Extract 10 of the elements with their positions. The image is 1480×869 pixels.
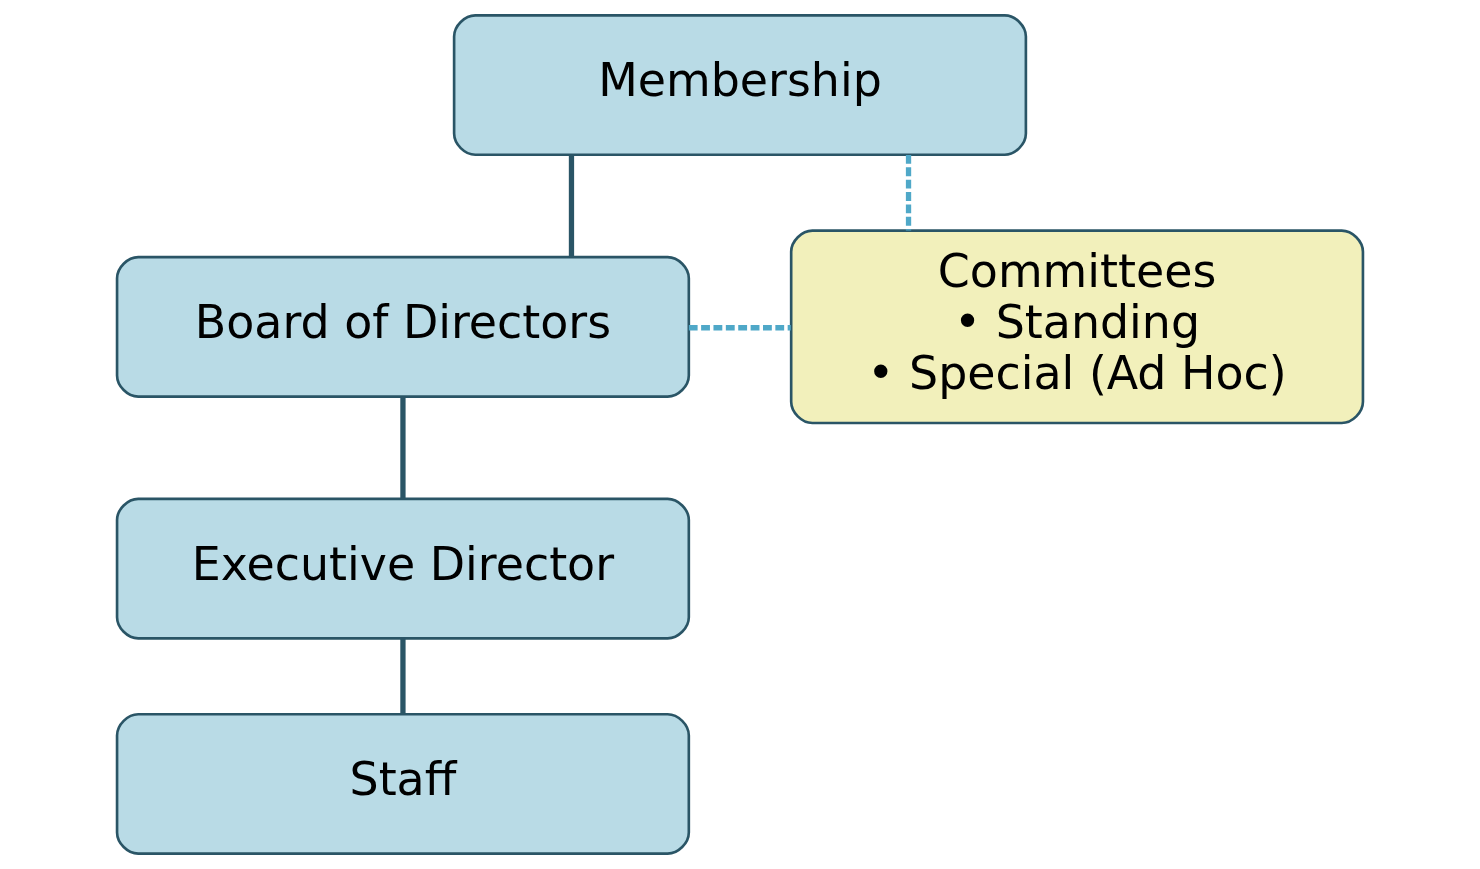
node-box: Executive Director — [115, 497, 691, 640]
connector — [688, 325, 791, 331]
node-box: Committees • Standing • Special (Ad Hoc) — [789, 229, 1365, 425]
connector — [400, 396, 406, 499]
connector — [568, 155, 575, 258]
node-box: Board of Directors — [115, 255, 691, 398]
node-box: Membership — [452, 14, 1028, 157]
node-box: Staff — [115, 712, 691, 855]
connector — [400, 638, 406, 714]
connector — [905, 155, 912, 231]
